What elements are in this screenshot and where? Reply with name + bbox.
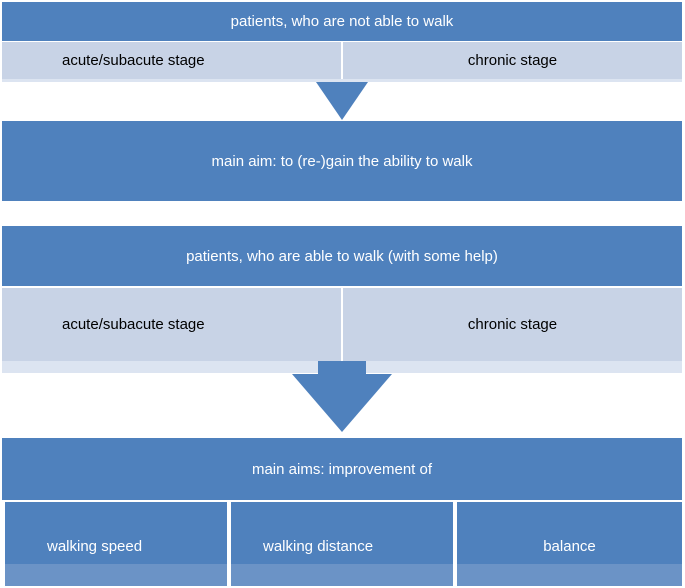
stage-acute-subacute-2: acute/subacute stage — [2, 288, 341, 361]
stage-strip-right-2 — [366, 361, 682, 373]
header-not-able-to-walk: patients, who are not able to walk — [2, 2, 682, 41]
stage-acute-subacute-1: acute/subacute stage — [2, 42, 341, 79]
main-aim-regain-walking: main aim: to (re-)gain the ability to wa… — [2, 121, 682, 201]
aim-walking-speed: walking speed — [5, 502, 227, 564]
aim-balance: balance — [457, 502, 682, 564]
stage-chronic-1: chronic stage — [343, 42, 682, 79]
aim-strip-1 — [5, 564, 227, 586]
stage-strip-bottom-1 — [2, 79, 682, 82]
down-arrow-1 — [316, 82, 368, 120]
aim-strip-2 — [231, 564, 453, 586]
header-able-to-walk: patients, who are able to walk (with som… — [2, 226, 682, 286]
aim-walking-distance: walking distance — [231, 502, 453, 564]
stage-chronic-2: chronic stage — [343, 288, 682, 361]
down-arrow-2 — [292, 374, 392, 432]
arrow-stem-2 — [318, 361, 366, 375]
header-main-aims: main aims: improvement of — [2, 438, 682, 500]
stage-strip-left-2 — [2, 361, 319, 373]
aim-strip-3 — [457, 564, 682, 586]
